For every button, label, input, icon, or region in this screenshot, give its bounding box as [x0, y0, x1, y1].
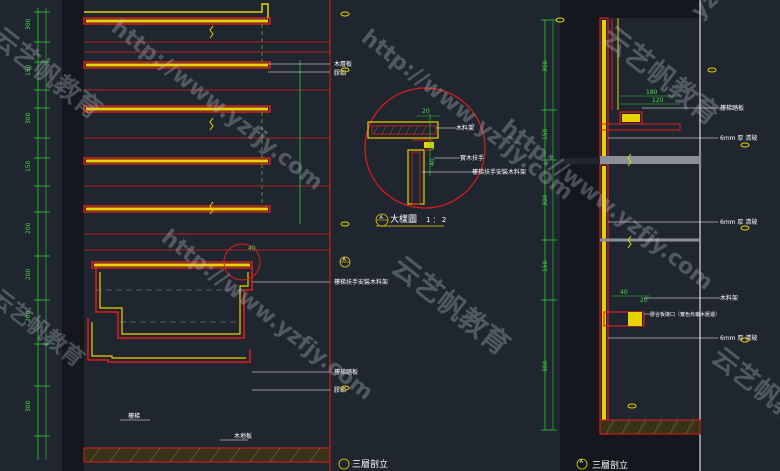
bottom-title-left: 三層剖立 [338, 458, 388, 470]
right-note: 6mm 厚 清玻 [720, 134, 757, 142]
dim-label: 300 [542, 360, 549, 372]
note-bottom-1: 膠鋁 [334, 386, 346, 394]
detail-enlargement: 20 20 40 木料架 實木扶手 樓梯扶手安裝木料架 A 大樣圖 1 ： 2 [364, 87, 526, 227]
detail-marker-letter: A [380, 215, 384, 221]
floor-slab [83, 447, 331, 463]
dim-label: 300 [25, 18, 32, 30]
note-top-1: 膠鋁 [334, 69, 346, 77]
watermark-brand: 云艺帆教育 [0, 21, 107, 125]
dim-label: 180 [646, 89, 658, 96]
right-wall-lower [560, 164, 600, 434]
watermark-url: http://www.yzfjy.com [356, 25, 577, 206]
right-note: 6mm 厚 清玻 [720, 218, 757, 226]
detail-label: 木料架 [456, 124, 474, 132]
detail-dim: 20 [429, 142, 436, 150]
detail-circle [364, 87, 486, 209]
dim-label: 150 [542, 128, 549, 140]
svg-text:A: A [580, 459, 584, 465]
right-note: 木料架 [720, 294, 738, 302]
glass-break-marks [209, 25, 214, 215]
dim-label: 300 [25, 400, 32, 412]
watermark-brand: 云艺帆教育 [596, 20, 727, 132]
dim-label: 200 [25, 268, 32, 280]
section-title: 三層剖立 [592, 459, 628, 471]
right-note: 膠合板接口（實色烏龜木壓邊） [650, 311, 720, 318]
note-bottom-0: 樓梯踏板 [334, 368, 358, 376]
watermark-url: yzfjy.com [687, 0, 780, 24]
detail-callout-circle [223, 243, 261, 281]
leader-lines [84, 41, 330, 251]
watermark-brand: 云艺帆教育 [386, 250, 517, 362]
detail-dim: 40 [429, 158, 436, 166]
lower-stair-frame [87, 261, 253, 363]
note-mid: 樓梯扶手安裝木料架 [334, 278, 388, 286]
left-elevation: 300 150 300 150 200 200 200 300 [25, 0, 388, 471]
left-dimension-labels: 300 150 300 150 200 200 200 300 [25, 18, 32, 412]
dim-label: 40 [620, 289, 628, 296]
right-section: 300 150 300 150 300 180 120 40 20 [541, 0, 757, 471]
note-floor-right: 木地板 [234, 432, 252, 440]
dim-label: 150 [542, 260, 549, 272]
stair-treads [83, 17, 271, 213]
section-marker-left: A [339, 256, 351, 268]
right-wall-upper [560, 18, 600, 158]
dim-label: 20 [640, 297, 648, 304]
callout-dim: 40 [248, 245, 256, 252]
top-bracket [84, 3, 269, 18]
right-bottom-slab [560, 434, 700, 471]
right-floor [599, 419, 701, 435]
note-floor-left: 樓梯 [128, 412, 140, 420]
detail-scale: 1 ： 2 [426, 216, 446, 224]
detail-label: 實木扶手 [460, 154, 484, 162]
dim-label: 300 [542, 60, 549, 72]
dim-label: 150 [25, 160, 32, 172]
right-note: 樓梯踏板 [720, 104, 744, 112]
note-top-0: 木層板 [334, 60, 352, 68]
detail-title: 大樣圖 [390, 213, 417, 225]
left-wall [62, 0, 84, 471]
watermark-brand: 云艺帆教育 [706, 341, 780, 445]
detail-label: 樓梯扶手安裝木料架 [472, 168, 526, 176]
label-leaders [120, 63, 330, 441]
watermark-url: http://www.yzfjy.com [496, 115, 717, 296]
left-dimension-ticks [34, 11, 50, 437]
bottom-title-right: A 三層剖立 [576, 458, 628, 471]
dim-label: 200 [25, 310, 32, 322]
tag-markers [340, 11, 350, 391]
svg-text:A: A [343, 257, 347, 263]
dim-label: 300 [542, 194, 549, 206]
dim-label: 300 [25, 112, 32, 124]
right-note: 6mm 厚 清玻 [720, 334, 757, 342]
dim-label: 200 [25, 222, 32, 234]
dim-label: 120 [652, 97, 664, 104]
watermark-url: http://www.yzfjy.com [156, 225, 377, 406]
section-title: 三層剖立 [352, 458, 388, 470]
detail-dim: 20 [422, 108, 430, 115]
floor-hatch [89, 447, 321, 463]
right-top-slab [560, 0, 700, 18]
dim-label: 150 [25, 64, 32, 76]
